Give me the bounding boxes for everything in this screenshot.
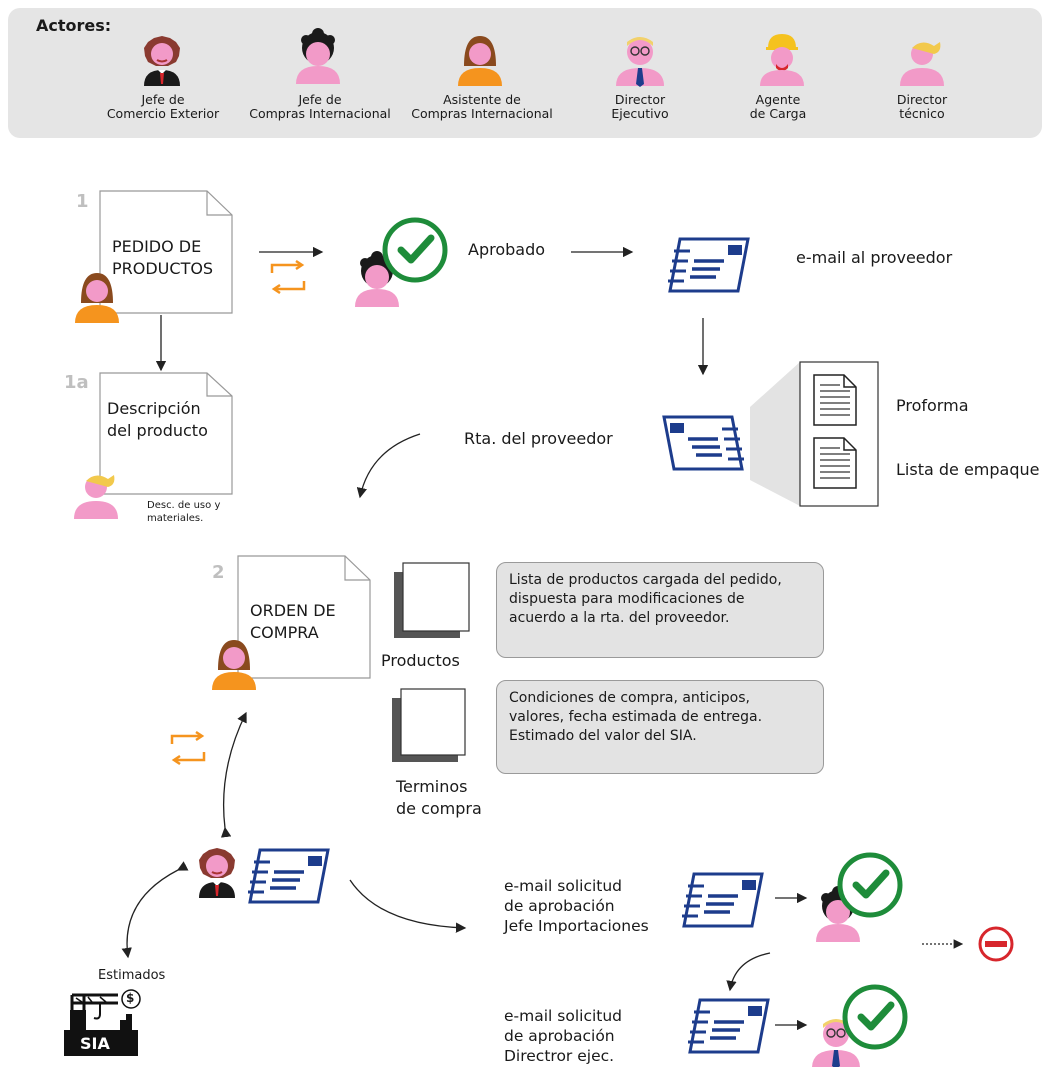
technical-director-icon xyxy=(900,42,944,86)
actor-label-executive-director: Director Ejecutivo xyxy=(611,92,669,121)
supplier-reply-envelope-icon xyxy=(662,415,746,471)
approval-check-icon-2 xyxy=(845,987,905,1047)
actor-label-foreign-trade-head: Jefe de Comercio Exterior xyxy=(106,92,220,121)
cargo-agent-icon xyxy=(760,34,804,86)
approval-request-2-label: e-mail solicitud de aprobación Directror… xyxy=(504,1007,623,1065)
supplier-reply-label: Rta. del proveedor xyxy=(464,429,613,448)
foreign-trade-head-icon-bottom xyxy=(198,847,236,899)
step-1-number: 1 xyxy=(76,191,89,212)
executive-director-icon xyxy=(615,36,665,88)
refresh-loop-icon-2 xyxy=(170,730,206,766)
proforma-document-icon xyxy=(813,374,857,426)
product-description-document xyxy=(99,372,233,495)
approval-envelope-icon-2 xyxy=(686,998,770,1054)
products-note-callout: Lista de productos cargada del pedido, d… xyxy=(496,562,824,658)
refresh-loop-icon xyxy=(270,259,306,295)
approved-label: Aprobado xyxy=(468,240,546,259)
terms-label: Terminos de compra xyxy=(396,777,482,818)
intl-purchasing-head-icon xyxy=(296,28,340,84)
terms-note-callout: Condiciones de compra, anticipos, valore… xyxy=(496,680,824,774)
order-request-title: PEDIDO DE PRODUCTOS xyxy=(112,237,214,278)
intl-purchasing-assistant-icon xyxy=(458,36,502,86)
sia-label: SIA xyxy=(80,1034,110,1053)
product-description-title: Descripción del producto xyxy=(107,399,208,440)
purchase-order-title: ORDEN DE COMPRA xyxy=(250,601,336,642)
email-supplier-envelope-icon xyxy=(666,237,750,293)
packing-list-label: Lista de empaque xyxy=(896,460,1040,479)
approval-request-1-label: e-mail solicitud de aprobación Jefe Impo… xyxy=(504,877,649,935)
actor-label-technical-director: Director técnico xyxy=(896,92,948,121)
email-supplier-label: e-mail al proveedor xyxy=(796,248,953,267)
proforma-label: Proforma xyxy=(896,396,969,415)
products-label: Productos xyxy=(381,651,460,670)
email-request-envelope-icon xyxy=(246,848,330,904)
approval-envelope-icon-1 xyxy=(680,872,764,928)
dollar-label: $ xyxy=(126,991,135,1005)
dollar-coin-icon xyxy=(121,989,141,1009)
products-stack-icon xyxy=(394,562,470,638)
technical-director-icon-step1a xyxy=(74,475,118,519)
actor-label-intl-purchasing-head: Jefe de Compras Internacional xyxy=(249,92,391,121)
approved-check-icon xyxy=(385,220,445,280)
step-2-number: 2 xyxy=(212,562,225,583)
estimates-label: Estimados xyxy=(98,968,166,983)
product-description-note: Desc. de uso y materiales. xyxy=(147,500,221,524)
rejected-icon xyxy=(978,926,1014,962)
sia-building-icon xyxy=(64,993,138,1056)
actors-title: Actores: xyxy=(36,16,112,35)
actor-label-intl-purchasing-assistant: Asistente de Compras Internacional xyxy=(411,92,553,121)
actor-label-cargo-agent: Agente de Carga xyxy=(749,92,807,121)
step-1a-number: 1a xyxy=(64,372,89,393)
packing-list-document-icon xyxy=(813,437,857,489)
actors-band xyxy=(8,8,1042,138)
approval-check-icon-1 xyxy=(840,855,900,915)
foreign-trade-head-icon xyxy=(143,35,181,87)
terms-stack-icon xyxy=(392,688,466,762)
